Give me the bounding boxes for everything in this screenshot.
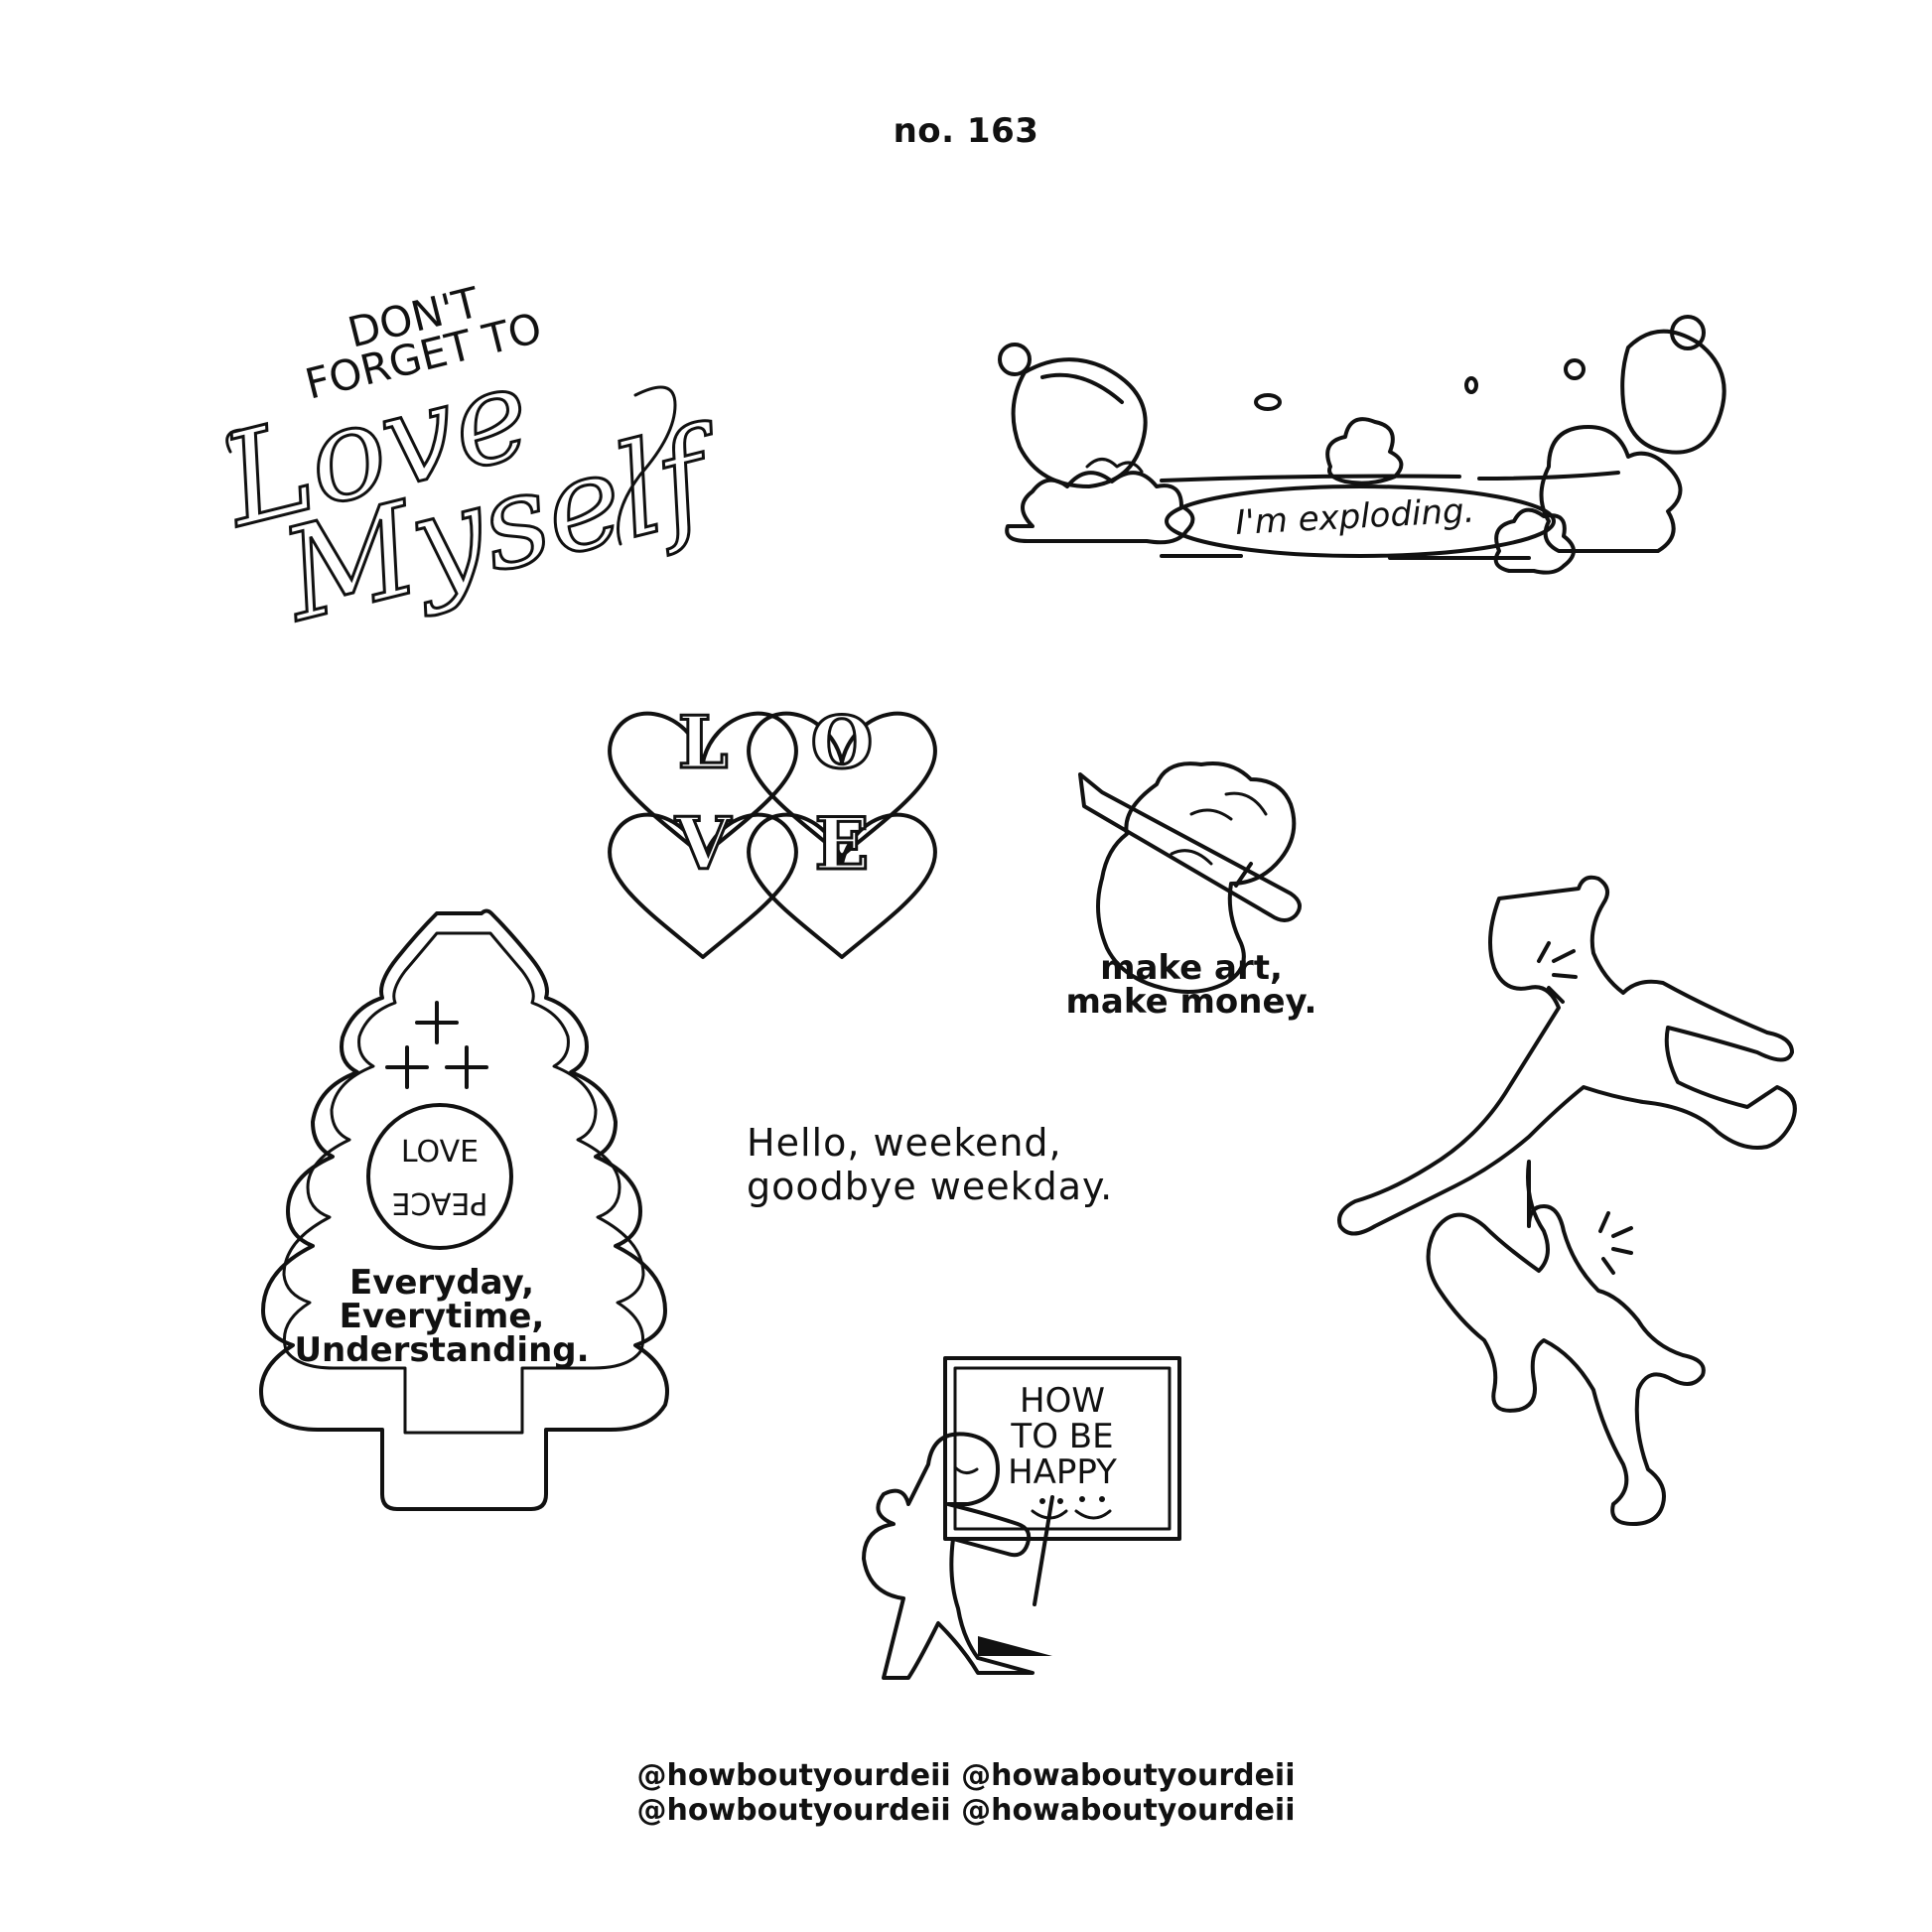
left-char-head xyxy=(1011,357,1148,488)
heart-e-outer xyxy=(747,812,937,959)
weekend-caption: Hello, weekend, goodbye weekday. xyxy=(747,1121,1164,1208)
left-cloud xyxy=(1005,471,1195,545)
sticker-love-myself: DON'T FORGET TO Love Myself xyxy=(207,278,743,652)
left-puff xyxy=(1085,458,1144,474)
board-smiley2-eye-right xyxy=(1099,1496,1105,1502)
presenter-figure xyxy=(862,1432,1035,1680)
floating-puff-1 xyxy=(1254,393,1282,411)
tree-love-peace-circle xyxy=(366,1103,513,1250)
tree-circle-top: LOVE xyxy=(401,1135,479,1170)
make-art-line2: make money. xyxy=(1065,982,1317,1022)
board-line1: HOW xyxy=(1020,1381,1105,1421)
upper-sparkle-icon xyxy=(1537,941,1578,1004)
pencil-icon xyxy=(1078,772,1302,922)
heart-letter-l: L xyxy=(678,700,729,784)
heart-letter-v: V xyxy=(674,801,732,886)
heart-v-outer xyxy=(608,812,798,959)
weekend-line2: goodbye weekday. xyxy=(747,1164,1114,1208)
sticker-tree: LOVE PEACE xyxy=(259,908,669,1511)
sticker-make-art xyxy=(1078,761,1302,994)
right-char-head xyxy=(1620,329,1726,455)
sticker-jumping-figures xyxy=(1337,875,1797,1526)
board-smiley2-eye-left xyxy=(1079,1496,1085,1502)
sheet-number: no. 163 xyxy=(893,111,1039,151)
tree-line2: Everytime, xyxy=(339,1297,545,1336)
right-low-puff xyxy=(1493,507,1576,575)
board-line2: TO BE xyxy=(1010,1417,1113,1456)
sticker-exploding: I'm exploding. xyxy=(998,315,1726,575)
board-smiley-eye-right xyxy=(1057,1498,1063,1504)
myself-swash xyxy=(617,385,677,546)
sticker-how-to-be-happy: HOW TO BE HAPPY xyxy=(862,1356,1181,1680)
left-char-bobble xyxy=(998,343,1032,376)
fist-hand-icon xyxy=(1096,761,1297,994)
board-smiley-mouths xyxy=(1031,1509,1112,1520)
exploding-label: I'm exploding. xyxy=(1234,490,1475,543)
speed-line-top xyxy=(1160,471,1620,483)
left-char-hat-line xyxy=(1040,372,1124,404)
tree-outer-outline xyxy=(259,908,669,1511)
right-cloud xyxy=(1539,425,1683,553)
make-art-line1: make art, xyxy=(1100,948,1283,988)
sticker-love-hearts: L O V E xyxy=(608,699,937,959)
heart-letter-o: O xyxy=(811,700,874,784)
center-puff xyxy=(1325,417,1404,485)
heart-l-outer xyxy=(608,711,798,858)
watermark-line2: @howboutyourdeii @howaboutyourdeii xyxy=(636,1792,1296,1828)
lower-jumping-figure xyxy=(1426,1160,1706,1526)
watermark-line1: @howboutyourdeii @howaboutyourdeii xyxy=(636,1758,1296,1793)
heart-o-outer xyxy=(747,711,937,858)
pointer-stick xyxy=(1033,1495,1054,1606)
floating-puff-3 xyxy=(1564,358,1586,380)
weekend-line1: Hello, weekend, xyxy=(747,1121,1062,1165)
tree-line3: Understanding. xyxy=(294,1330,590,1370)
fist-knuckles xyxy=(1170,791,1268,866)
board-smiley-eye-left xyxy=(1039,1498,1045,1504)
floating-puff-2 xyxy=(1464,376,1478,394)
tree-line1: Everyday, xyxy=(348,1263,535,1303)
tree-caption: Everyday, Everytime, Understanding. xyxy=(268,1266,616,1367)
make-art-caption: make art, make money. xyxy=(1033,951,1350,1019)
watermark: @howboutyourdeii @howaboutyourdeii @howb… xyxy=(0,1758,1932,1828)
love-swash xyxy=(225,428,242,454)
board-outer-frame xyxy=(943,1356,1181,1541)
exploding-label-oval xyxy=(1165,484,1556,558)
board-inner-frame xyxy=(953,1366,1172,1531)
presenter-shadow xyxy=(978,1636,1052,1656)
upper-jumping-figure xyxy=(1337,875,1797,1236)
lower-sparkle-icon xyxy=(1598,1211,1633,1275)
tree-circle-bottom: PEACE xyxy=(392,1185,488,1220)
speed-line-bottom xyxy=(1160,554,1531,560)
presenter-smile xyxy=(953,1465,979,1474)
tree-inner-outline xyxy=(282,931,645,1435)
tree-plus-signs xyxy=(385,1001,488,1089)
board-line3: HAPPY xyxy=(1008,1452,1117,1492)
heart-letter-e: E xyxy=(815,801,870,886)
